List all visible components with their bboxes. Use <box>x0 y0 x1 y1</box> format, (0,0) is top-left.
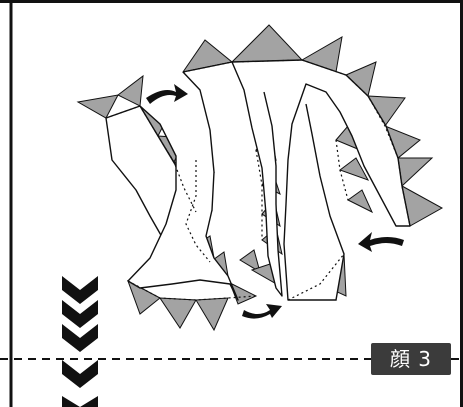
step-badge: 顔 3 <box>371 343 451 375</box>
triangle <box>127 279 161 315</box>
chevron-down-icon <box>62 360 98 388</box>
triangle <box>195 297 229 332</box>
fold-line <box>185 160 211 263</box>
triangle <box>397 157 434 188</box>
triangle <box>239 249 261 274</box>
rotation-arrows <box>146 84 404 319</box>
curved-arrow-icon <box>358 232 404 252</box>
fold-line <box>182 59 411 227</box>
center-fold <box>231 61 283 297</box>
fold-line <box>105 105 197 213</box>
triangle <box>159 297 197 329</box>
chevron-down-icon <box>62 396 98 407</box>
triangle <box>229 281 258 305</box>
curved-arrow-icon <box>242 304 282 319</box>
chevron-down-icon <box>62 276 98 304</box>
triangle <box>338 157 370 181</box>
triangle <box>76 94 119 119</box>
flow-chevrons <box>62 276 98 407</box>
triangle <box>117 74 144 107</box>
paper-shape <box>105 59 411 301</box>
fold-lines <box>105 59 411 301</box>
triangle <box>347 189 374 214</box>
fold-line <box>255 149 263 240</box>
chevron-down-icon <box>62 300 98 328</box>
center-strip <box>127 71 239 301</box>
fold-line <box>335 139 349 201</box>
right-folds <box>182 59 411 301</box>
fold-line <box>287 253 345 301</box>
chevron-down-icon <box>62 324 98 352</box>
triangle <box>230 24 304 63</box>
curved-arrow-icon <box>146 84 188 104</box>
